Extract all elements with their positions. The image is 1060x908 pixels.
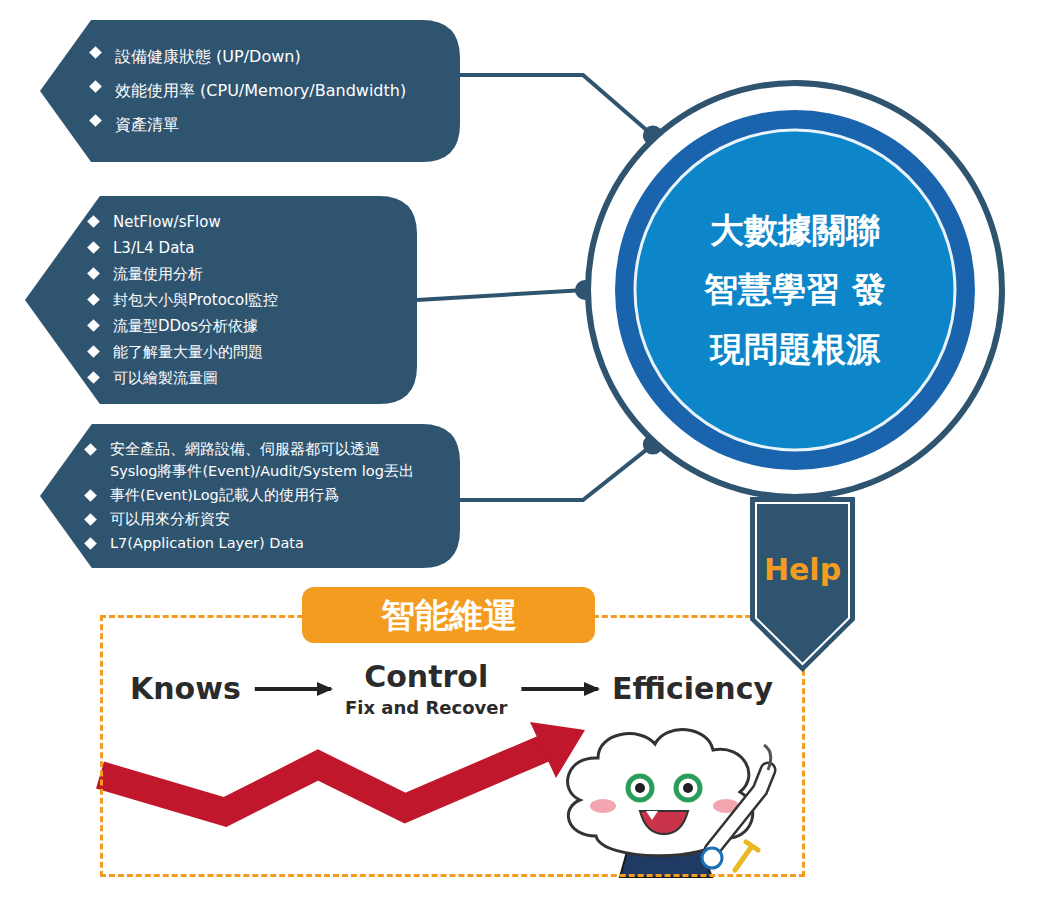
stage-text: Control	[345, 658, 507, 696]
node-body: Help	[750, 552, 855, 587]
bullet-text: 設備健康狀態 (UP/Down)	[115, 41, 406, 73]
info-arrow-box: 設備健康狀態 (UP/Down)效能使用率 (CPU/Memory/Bandwi…	[40, 20, 460, 162]
node-body: Efficiency	[612, 670, 773, 708]
bullet-text: L7(Application Layer) Data	[110, 532, 420, 554]
bullet-text: L3/L4 Data	[113, 236, 278, 260]
connector-line	[417, 290, 585, 300]
stage-label: Knows	[130, 670, 241, 708]
mascot-tooth	[646, 811, 658, 820]
trend-arrow	[100, 722, 585, 812]
help-arrow-fill	[750, 497, 855, 672]
bullet-text: 封包大小與Protocol監控	[113, 288, 278, 312]
bullet-text: 可以用來分析資安	[110, 508, 420, 530]
node-body: 大數據關聯 智慧學習 發現問題根源	[585, 80, 1005, 500]
core-circle: 大數據關聯 智慧學習 發現問題根源	[585, 80, 1005, 500]
help-arrow: Help	[750, 497, 855, 672]
node-body: ControlFix and Recover	[345, 658, 507, 720]
mascot	[568, 730, 771, 877]
stage-label: ControlFix and Recover	[345, 658, 507, 720]
bullet-text: 安全產品、網路設備、伺服器都可以透過 Syslog將事件(Event)/Audi…	[110, 438, 420, 482]
bullet-text: 流量使用分析	[113, 262, 278, 286]
bullet-text: 可以繪製流量圖	[113, 366, 278, 390]
mascot-hook	[764, 745, 771, 770]
connector	[460, 435, 663, 500]
arrow-box-fill	[40, 20, 460, 162]
ops-frame: KnowsControlFix and RecoverEfficiency智能維…	[100, 615, 805, 877]
blue-band	[615, 110, 975, 470]
node-body: 設備健康狀態 (UP/Down)效能使用率 (CPU/Memory/Bandwi…	[40, 40, 406, 142]
mascot-mouth	[640, 811, 688, 834]
mascot-cheek	[590, 799, 616, 813]
connector-arrow	[521, 687, 598, 691]
bullet-text: 事件(Event)Log記載人的使用行爲	[110, 484, 420, 506]
stage-label: Efficiency	[612, 670, 773, 708]
node-text: Help	[750, 552, 855, 587]
mascot-pupil	[635, 783, 645, 793]
info-arrow-box: 安全產品、網路設備、伺服器都可以透過 Syslog將事件(Event)/Audi…	[40, 424, 460, 568]
stage-text: Knows	[130, 670, 241, 708]
connector-arrow	[255, 687, 331, 691]
bullet-text: 效能使用率 (CPU/Memory/Bandwidth)	[115, 75, 406, 107]
mascot-arm	[712, 770, 768, 850]
inner-disc	[635, 130, 955, 450]
info-arrow-box: NetFlow/sFlowL3/L4 Data流量使用分析封包大小與Protoc…	[25, 196, 417, 404]
connector	[417, 280, 595, 300]
frame-heading: 智能維運	[302, 587, 595, 643]
mascot-eye	[676, 776, 700, 800]
stage-text: Efficiency	[612, 670, 773, 708]
mascot-badge	[702, 848, 722, 868]
connector	[460, 75, 663, 145]
arrow-box-fill	[40, 424, 460, 568]
mascot-wrench	[735, 842, 758, 870]
bullet-text: NetFlow/sFlow	[113, 210, 278, 234]
connector-line	[460, 75, 653, 135]
node-text: 大數據關聯 智慧學習 發現問題根源	[700, 201, 890, 380]
connector	[255, 689, 331, 690]
mascot-eye	[628, 776, 652, 800]
bullet-text: 流量型DDos分析依據	[113, 314, 278, 338]
mascot-arm-outline	[712, 770, 768, 850]
outer-ring	[588, 83, 1002, 497]
mascot-pupil	[683, 783, 693, 793]
node-body: NetFlow/sFlowL3/L4 Data流量使用分析封包大小與Protoc…	[25, 209, 278, 391]
bullet-text: 資產清單	[115, 109, 406, 141]
bullet-text: 能了解量大量小的問題	[113, 340, 278, 364]
connector-line	[460, 445, 653, 500]
stage-text: Fix and Recover	[345, 696, 507, 720]
node-body: 安全產品、網路設備、伺服器都可以透過 Syslog將事件(Event)/Audi…	[40, 437, 420, 555]
trend-line	[100, 748, 545, 812]
node-body: Knows	[130, 670, 241, 708]
arrow-box-fill	[25, 196, 417, 404]
connector	[521, 689, 598, 690]
